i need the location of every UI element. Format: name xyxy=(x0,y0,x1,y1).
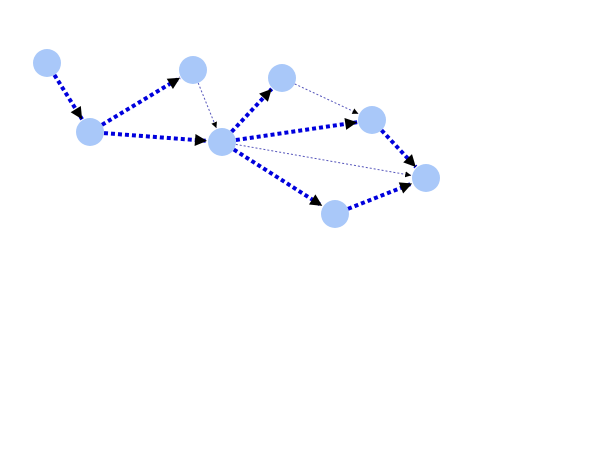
graph-node-n6[interactable] xyxy=(358,106,386,134)
edge-n4-n7 xyxy=(232,147,324,208)
node-layer xyxy=(33,49,440,228)
edge-n4-n8 xyxy=(235,143,412,178)
edge-n2-n3 xyxy=(100,75,182,127)
edge-n3-n4 xyxy=(197,82,217,129)
graph-node-n4[interactable] xyxy=(208,128,236,156)
graph-node-n8[interactable] xyxy=(412,164,440,192)
edge-n2-n4 xyxy=(103,131,208,146)
edge-n4-n6 xyxy=(235,118,358,142)
graph-node-n1[interactable] xyxy=(33,49,61,77)
graph-node-n2[interactable] xyxy=(76,118,104,146)
graph-node-n3[interactable] xyxy=(179,56,207,84)
edge-n5-n6 xyxy=(294,83,359,115)
graph-node-n7[interactable] xyxy=(321,200,349,228)
edge-layer xyxy=(52,73,418,211)
edge-n6-n8 xyxy=(380,128,418,169)
edge-n4-n5 xyxy=(230,87,274,134)
edge-n7-n8 xyxy=(347,181,413,211)
edge-n1-n2 xyxy=(52,73,84,121)
graph-node-n5[interactable] xyxy=(268,64,296,92)
